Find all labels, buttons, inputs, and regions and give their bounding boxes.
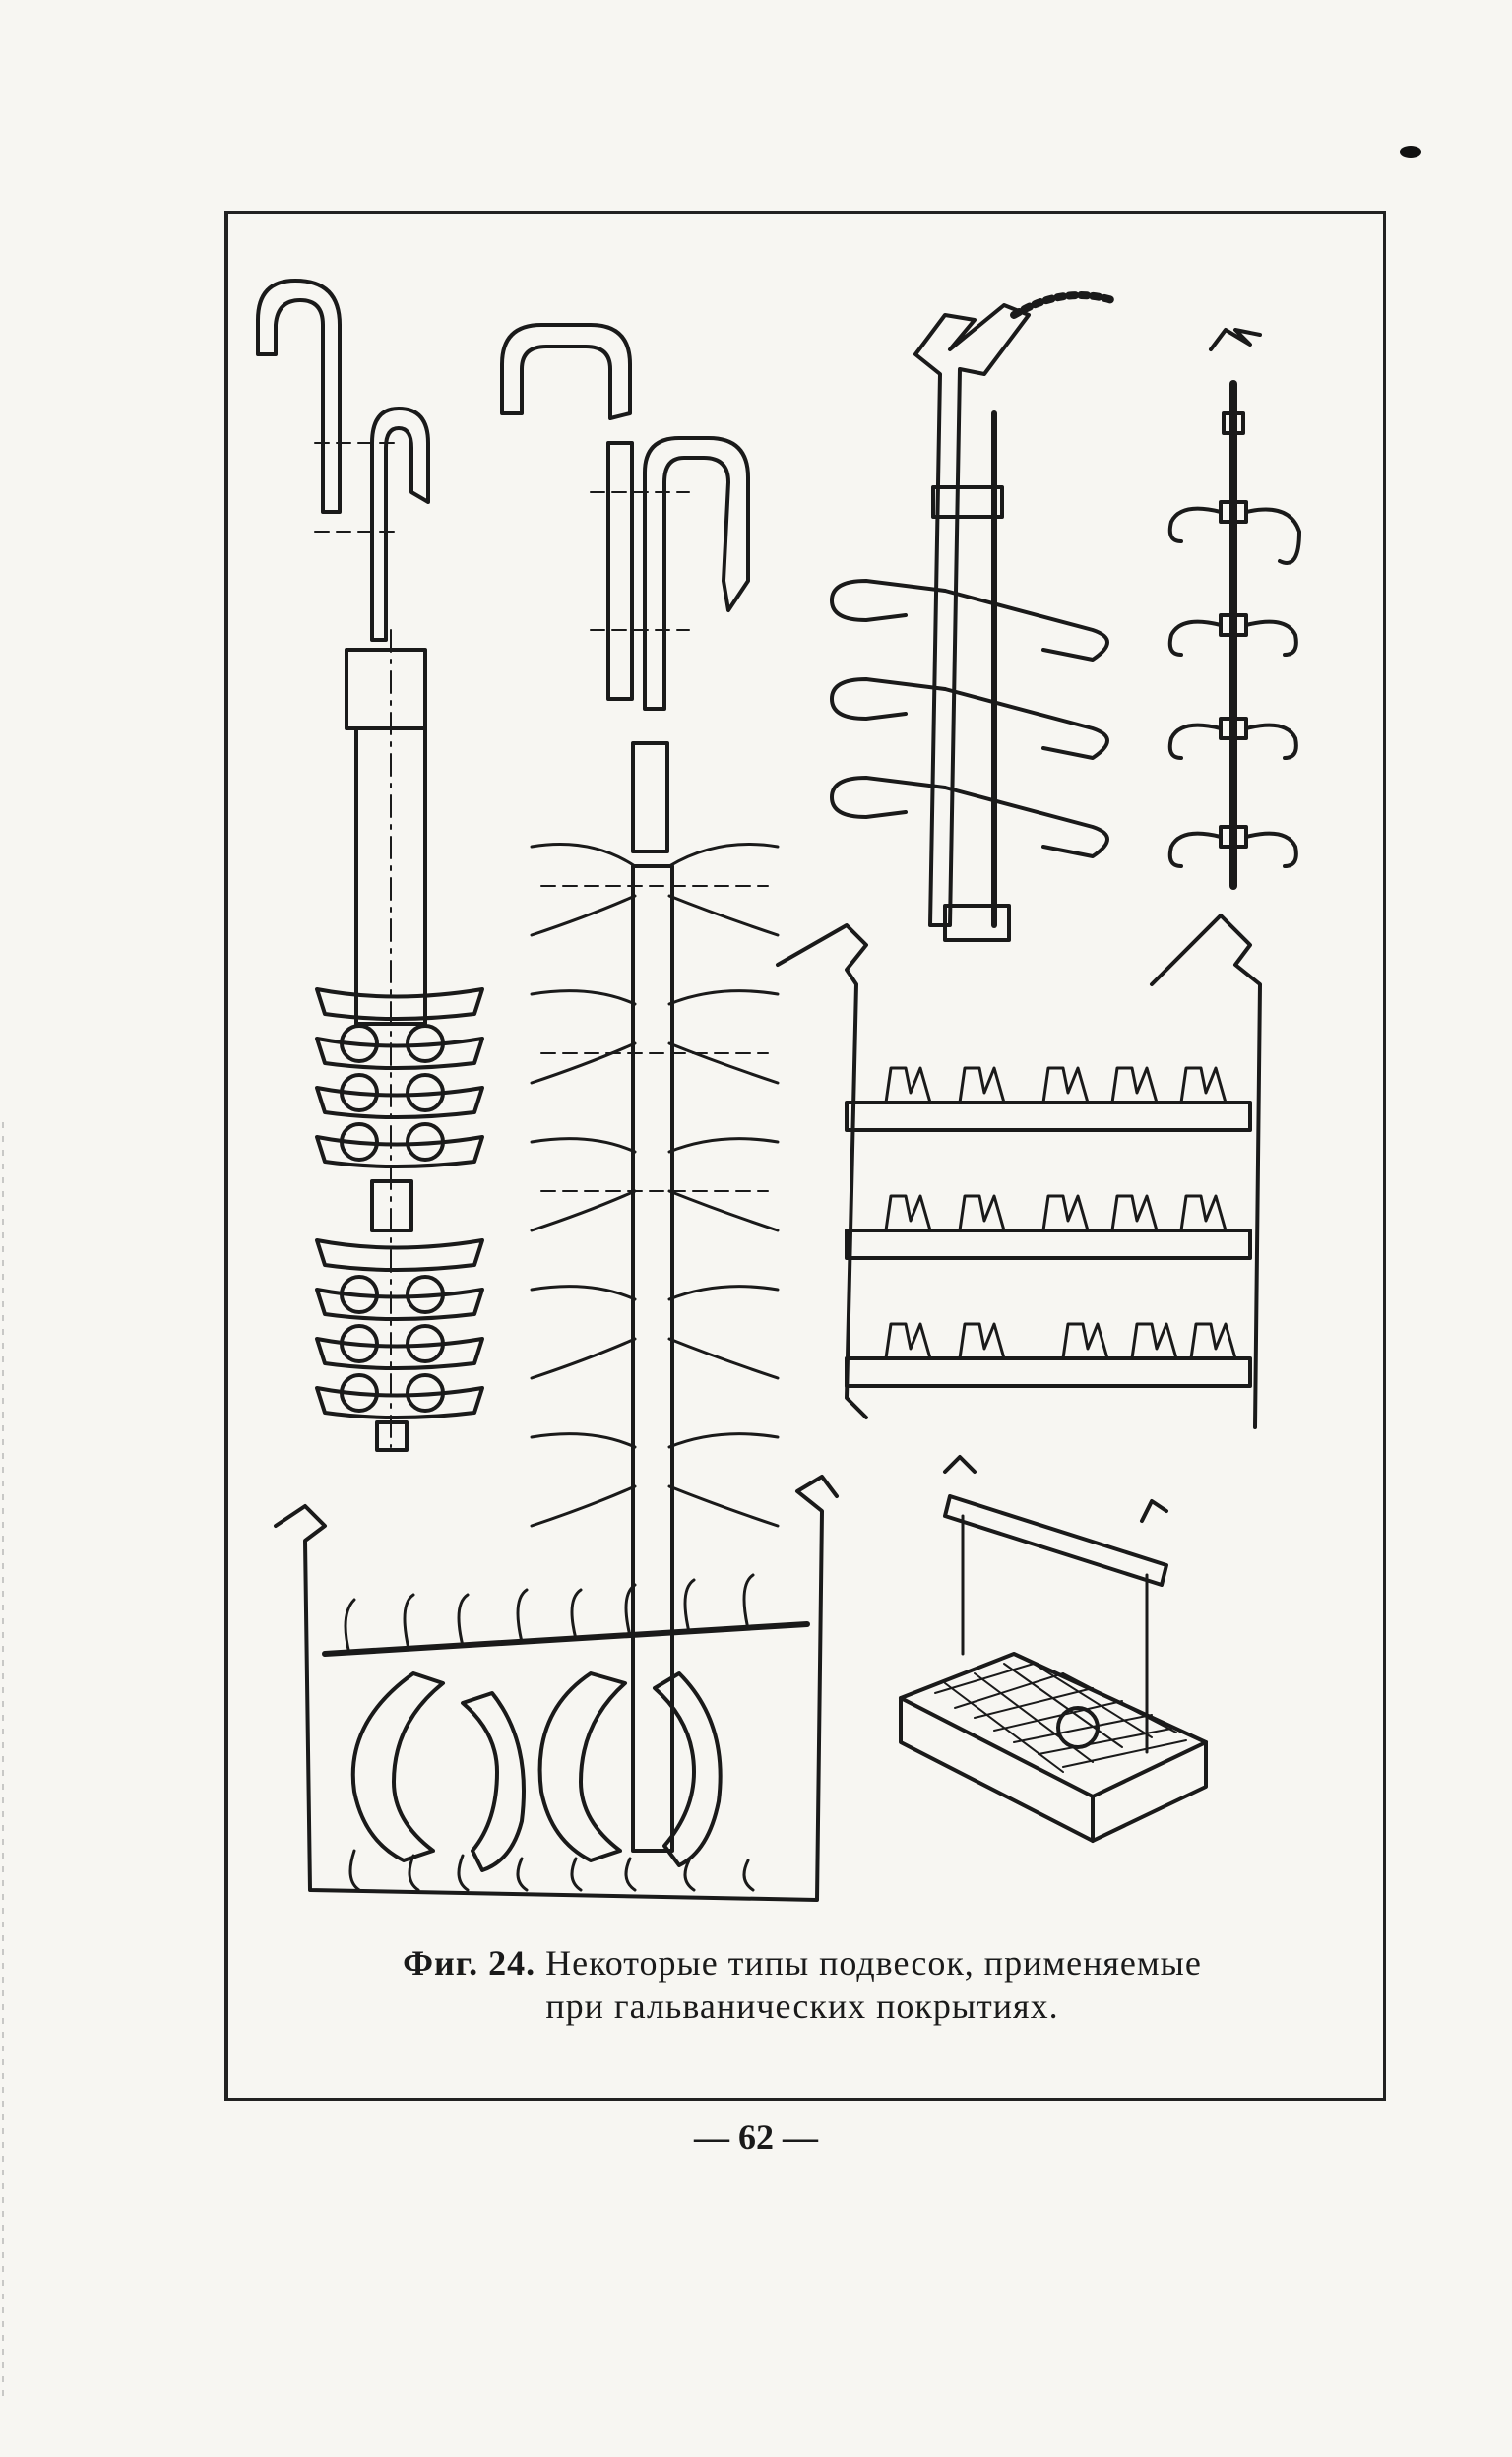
figure-frame: [224, 211, 1386, 2101]
page-number: — 62 —: [694, 2117, 818, 2157]
hanger-wire-finger: [500, 323, 780, 1853]
page-edge-mark: [2, 1122, 4, 2402]
caption-line-1: Фиг. 24. Некоторые типы подвесок, примен…: [295, 1941, 1309, 1984]
ink-blot: [1400, 146, 1421, 158]
hanger-ring-clamp-rod: [256, 279, 484, 1452]
figure-label: Фиг. 24.: [403, 1943, 536, 1983]
hanger-mesh-basket: [899, 1455, 1208, 1843]
figure-caption: Фиг. 24. Некоторые типы подвесок, примен…: [295, 1941, 1309, 2028]
hanger-c-clip-frame: [830, 291, 1116, 942]
hanger-shelf-rack: [776, 914, 1262, 1429]
hanger-double-hook-rod: [1167, 328, 1301, 890]
hanger-strip-frame: [274, 1475, 839, 1902]
caption-text-1: Некоторые типы подвесок, применяемые: [545, 1943, 1202, 1983]
caption-line-2: при гальванических покрытиях.: [545, 1986, 1059, 2026]
